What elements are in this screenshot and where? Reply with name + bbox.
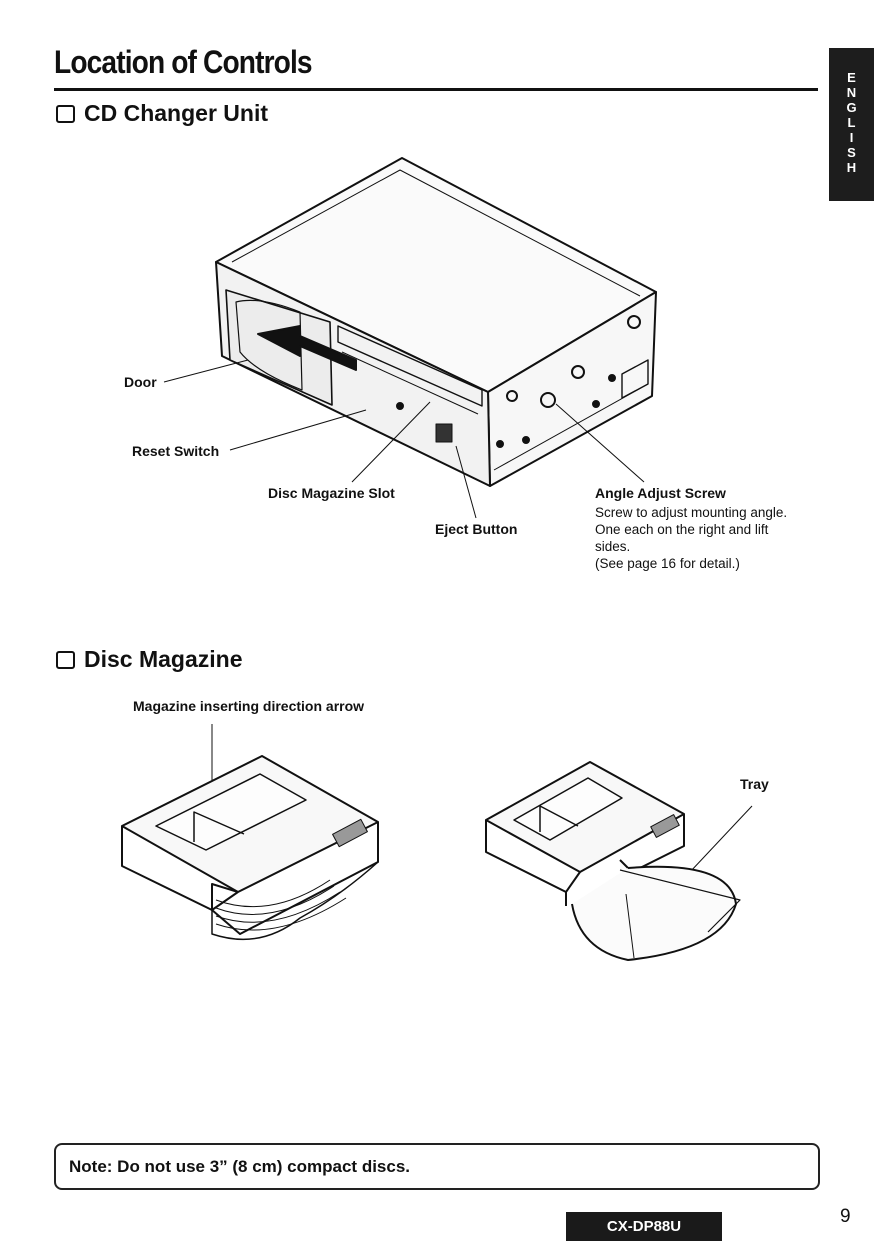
language-tab-letter: L <box>847 115 856 130</box>
label-disc-magazine-slot: Disc Magazine Slot <box>268 485 395 501</box>
language-tab-letter: G <box>846 100 857 115</box>
desc-line: One each on the right and lift <box>595 522 769 537</box>
language-tab-letter: I <box>849 130 854 145</box>
section-title-disc-magazine: Disc Magazine <box>56 646 243 673</box>
language-tab-letter: N <box>846 85 857 100</box>
angle-adjust-description: Screw to adjust mounting angle. One each… <box>595 504 787 572</box>
disc-magazine-illustration <box>121 755 379 941</box>
label-angle-adjust-screw: Angle Adjust Screw <box>595 485 726 501</box>
model-badge: CX-DP88U <box>566 1212 722 1241</box>
note-text: Note: Do not use 3” (8 cm) compact discs… <box>69 1156 411 1176</box>
desc-line: sides. <box>595 539 631 554</box>
label-magazine-inserting-arrow: Magazine inserting direction arrow <box>133 698 365 714</box>
cd-changer-illustration <box>215 157 657 487</box>
section-title-text: Disc Magazine <box>84 646 243 672</box>
label-reset-switch: Reset Switch <box>132 443 220 459</box>
language-tab-letter: S <box>847 145 856 160</box>
language-tab-letter: E <box>847 70 856 85</box>
checkbox-square-icon <box>56 104 75 123</box>
page-number: 9 <box>840 1206 851 1227</box>
disc-magazine-open-illustration <box>485 761 741 961</box>
language-tab-letter: H <box>846 160 857 175</box>
desc-line: Screw to adjust mounting angle. <box>595 505 788 520</box>
label-tray: Tray <box>740 776 769 792</box>
title-rule <box>54 88 818 91</box>
section-title-cd-changer: CD Changer Unit <box>56 100 268 127</box>
label-door: Door <box>124 374 157 390</box>
checkbox-square-icon <box>56 650 75 669</box>
note-box: Note: Do not use 3” (8 cm) compact discs… <box>54 1143 820 1190</box>
section-title-text: CD Changer Unit <box>84 100 268 126</box>
page-title: Location of Controls <box>54 44 313 80</box>
desc-line: (See page 16 for detail.) <box>595 556 740 571</box>
label-eject-button: Eject Button <box>435 521 518 537</box>
language-tab: E N G L I S H <box>829 48 874 201</box>
